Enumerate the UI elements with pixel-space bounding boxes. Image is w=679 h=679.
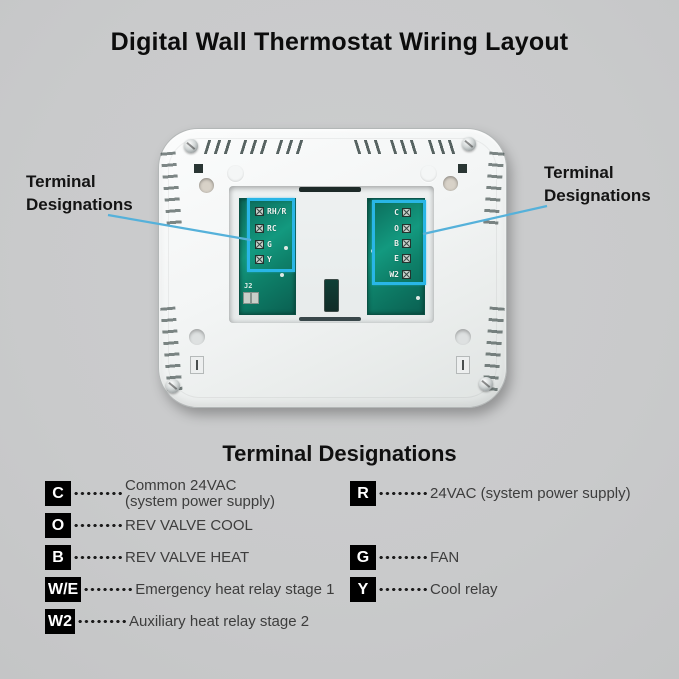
clip-latch-icon xyxy=(456,356,470,374)
clip-latch-icon xyxy=(190,356,204,374)
terminal-badge: Y xyxy=(350,577,376,602)
terminal-screw-icon xyxy=(402,224,411,233)
terminal-row: RC xyxy=(240,222,295,235)
screw-icon xyxy=(184,139,198,153)
terminal-row: W2 xyxy=(368,268,424,281)
legend-item-c: C Common 24VAC(system power supply) xyxy=(45,478,275,509)
dotted-leader xyxy=(378,491,428,496)
terminal-screw-icon xyxy=(255,207,264,216)
terminal-row: Y xyxy=(240,253,295,266)
terminal-description: Cool relay xyxy=(430,580,498,598)
terminal-label: C xyxy=(394,208,399,217)
terminal-description: Emergency heat relay stage 1 xyxy=(135,580,335,598)
vent-slots-icon xyxy=(353,140,383,154)
board-label: J2 xyxy=(244,282,253,290)
terminal-row: C xyxy=(368,206,424,219)
dotted-leader xyxy=(378,555,428,560)
terminal-row: RH/R xyxy=(240,205,295,218)
terminal-screw-icon xyxy=(402,208,411,217)
terminal-badge: G xyxy=(350,545,376,570)
terminal-label: E xyxy=(394,254,399,263)
terminal-highlight-box-left xyxy=(247,198,295,272)
via-icon xyxy=(284,246,288,250)
mounting-hole-icon xyxy=(199,178,214,193)
terminal-description-line2: (system power supply) xyxy=(125,492,276,510)
round-boss-icon xyxy=(420,165,437,182)
legend-heading: Terminal Designations xyxy=(222,441,457,466)
terminal-description: Common 24VAC(system power supply) xyxy=(125,478,275,509)
vent-slots-icon xyxy=(160,151,183,233)
terminal-row: G xyxy=(240,238,295,251)
screw-icon xyxy=(479,377,493,391)
page-title: Digital Wall Thermostat Wiring Layout xyxy=(110,28,569,56)
terminal-screw-icon xyxy=(402,270,411,279)
legend-item-we: W/E Emergency heat relay stage 1 xyxy=(45,577,335,602)
terminal-badge: W/E xyxy=(45,577,82,602)
mounting-hole-icon xyxy=(443,176,458,191)
legend-item-g: G FAN xyxy=(350,545,459,570)
dotted-leader xyxy=(378,587,428,592)
dotted-leader xyxy=(83,587,134,592)
vent-slots-icon xyxy=(239,140,269,154)
terminal-description: FAN xyxy=(430,548,460,566)
round-hole-icon xyxy=(455,329,471,345)
dotted-leader xyxy=(77,619,127,624)
screw-icon xyxy=(166,379,180,393)
screw-icon xyxy=(462,137,476,151)
terminal-screw-icon xyxy=(255,255,264,264)
terminal-highlight-box-right xyxy=(372,200,426,285)
vent-slots-icon xyxy=(203,140,233,154)
chip-icon xyxy=(251,292,259,304)
terminal-description: REV VALVE HEAT xyxy=(125,548,250,566)
terminal-description-line1: Common 24VAC xyxy=(125,477,237,494)
terminal-description: 24VAC (system power supply) xyxy=(430,484,631,502)
terminal-label: Y xyxy=(267,255,272,264)
via-icon xyxy=(280,273,284,277)
terminal-badge: R xyxy=(350,481,376,506)
terminal-badge: O xyxy=(45,513,71,538)
clip-hole-icon xyxy=(194,164,203,173)
slot-opening xyxy=(324,279,339,312)
chip-icon xyxy=(243,292,251,304)
terminal-label: RH/R xyxy=(267,207,287,216)
terminal-row: B xyxy=(368,237,424,250)
terminal-label: G xyxy=(267,240,272,249)
clip-hole-icon xyxy=(458,164,467,173)
thermostat-back-panel: RH/R RC G Y J2 C xyxy=(158,128,507,408)
terminal-screw-icon xyxy=(402,254,411,263)
vent-slots-icon xyxy=(389,140,419,154)
slot-opening xyxy=(299,187,361,192)
dotted-leader xyxy=(73,491,123,496)
vent-slots-icon xyxy=(427,140,457,154)
terminal-description: REV VALVE COOL xyxy=(125,516,253,534)
terminal-label: B xyxy=(394,239,399,248)
terminal-screw-icon xyxy=(255,240,264,249)
legend-item-r: R 24VAC (system power supply) xyxy=(350,481,631,506)
via-icon xyxy=(416,296,420,300)
terminal-row: O xyxy=(368,222,424,235)
terminal-label: RC xyxy=(267,224,277,233)
vent-slots-icon xyxy=(482,151,505,233)
terminal-label: O xyxy=(394,224,399,233)
dotted-leader xyxy=(73,555,123,560)
terminal-screw-icon xyxy=(402,239,411,248)
terminal-screw-icon xyxy=(255,224,264,233)
vent-slots-icon xyxy=(275,140,305,154)
terminal-badge: C xyxy=(45,481,71,506)
round-boss-icon xyxy=(227,165,244,182)
terminal-label: W2 xyxy=(389,270,399,279)
legend-item-b: B REV VALVE HEAT xyxy=(45,545,249,570)
slot-opening xyxy=(299,317,361,321)
terminal-description: Auxiliary heat relay stage 2 xyxy=(129,612,310,630)
legend-item-y: Y Cool relay xyxy=(350,577,498,602)
terminal-designations-label-right: Terminal Designations xyxy=(544,163,651,205)
terminal-badge: W2 xyxy=(45,609,75,634)
dotted-leader xyxy=(73,523,123,528)
terminal-row: E xyxy=(368,252,424,265)
legend-item-o: O REV VALVE COOL xyxy=(45,513,253,538)
terminal-designations-label-left: Terminal Designations xyxy=(26,172,133,214)
terminal-badge: B xyxy=(45,545,71,570)
round-hole-icon xyxy=(189,329,205,345)
legend-item-w2: W2 Auxiliary heat relay stage 2 xyxy=(45,609,309,634)
